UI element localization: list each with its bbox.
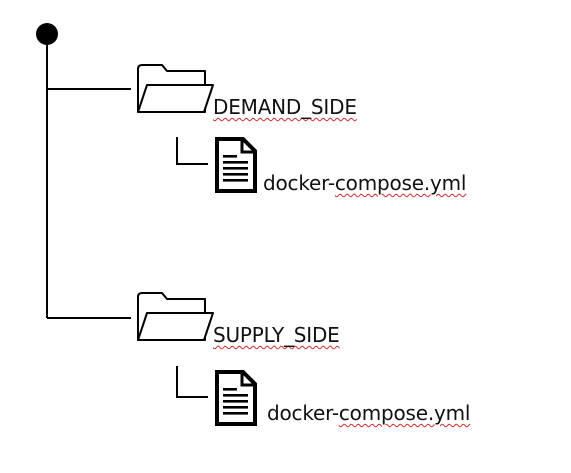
folder-label-supply-side[interactable]: SUPPLY_SIDE (213, 323, 340, 347)
folder-icon (137, 292, 214, 341)
document-icon (215, 137, 257, 193)
document-icon (215, 370, 257, 426)
file-name-flagged-part: compose.yml (338, 401, 471, 425)
file-label-docker-compose[interactable]: docker-compose.yml (263, 171, 466, 195)
file-name-plain-part: docker- (263, 171, 335, 195)
file-label-docker-compose[interactable]: docker-compose.yml (267, 401, 470, 425)
branch-line-supply-file (176, 366, 208, 398)
folder-icon (137, 64, 214, 113)
branch-line-demand-file (176, 137, 208, 165)
file-name-flagged-part: compose.yml (334, 171, 467, 195)
folder-label-demand-side[interactable]: DEMAND_SIDE (213, 95, 357, 119)
file-name-plain-part: docker- (267, 401, 339, 425)
